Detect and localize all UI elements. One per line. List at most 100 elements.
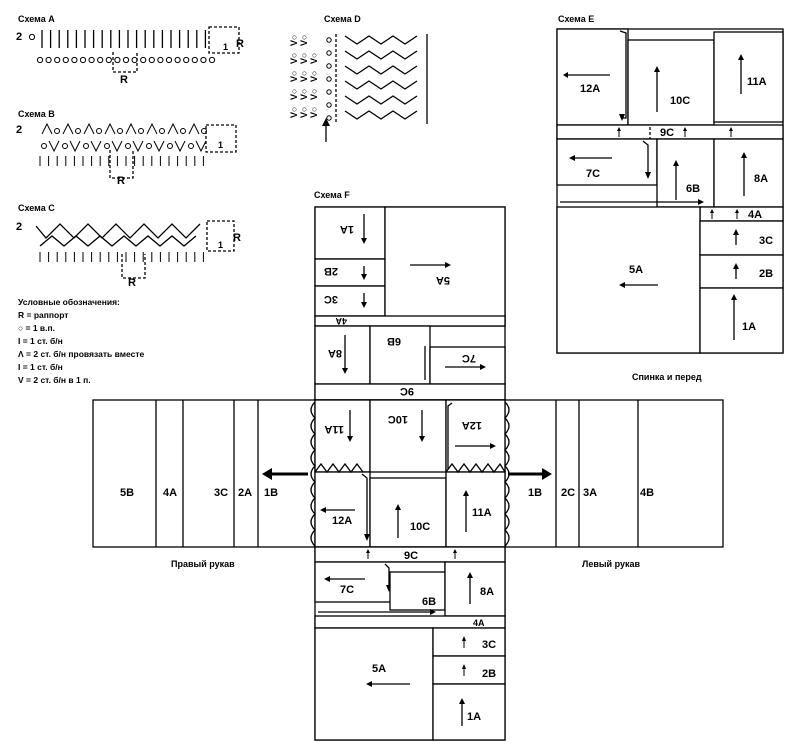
scheme-f-lower-piece-11a: [445, 471, 506, 548]
increase-zigzag-row: [344, 35, 418, 45]
scheme-f-upper-piece-11a: [314, 399, 371, 473]
scheme-e-piece-10c: [627, 39, 715, 126]
scheme-d-rotated-labels: V○V○V○V○V○V○V○V○V○V○V○V○V○V○: [289, 35, 319, 118]
chain-stitch-symbol: [326, 102, 332, 108]
chain-stitch-symbol: [148, 56, 155, 64]
scheme-e-piece-11a-label: 11A: [747, 76, 767, 88]
chain-stitch-symbol: [191, 56, 198, 64]
scheme-f-upper-piece-3c-label: 3C: [324, 293, 338, 305]
scheme-c-zigzag-bottom: [39, 235, 197, 247]
scheme-b: Схема B 2 1 R: [16, 109, 237, 187]
scheme-f-lower-piece-3c: [432, 627, 506, 657]
increase-zigzag-row: [344, 65, 418, 75]
chain-stitch-symbol: [41, 143, 47, 149]
scheme-f-upper-piece-8a-label: 8A: [328, 347, 342, 359]
chain-stitch-symbol: [117, 128, 123, 134]
chain-stitch-symbol: [208, 56, 216, 64]
scheme-f-upper-piece-3c: [314, 285, 386, 317]
scheme-f-lower-piece-4a-label: 4A: [473, 618, 485, 628]
scheme-e-piece-11a: [713, 31, 784, 123]
chain-stitch-symbol: [326, 37, 332, 43]
chain-stitch-symbol: [140, 56, 147, 64]
scheme-f-lower-piece-10c-label: 10C: [410, 521, 430, 533]
chain-stitch-symbol: [122, 56, 130, 64]
increase-chain-symbol: V○: [299, 53, 309, 64]
legend-item-decrease: Λ = 2 ст. б/н провязать вместе: [18, 349, 145, 359]
decrease-stitch-symbol: [62, 122, 74, 135]
scheme-a-row-number: 2: [16, 31, 22, 43]
scheme-f-lower-piece-2b-label: 2B: [482, 668, 496, 680]
scheme-f-upper-piece-11a-label: 11A: [324, 423, 344, 435]
scheme-e-piece-2b-label: 2B: [759, 268, 773, 280]
scheme-d: Схема D V○V○V○V○V○V○V○V○V○V○V○V○V○V○: [289, 14, 428, 142]
decrease-stitch-symbol: [83, 122, 95, 135]
scheme-f-upper-piece-7c: [429, 346, 506, 385]
scheme-f-upper-piece-10c-label: 10C: [388, 413, 408, 425]
scheme-e-piece-1a: [699, 287, 784, 354]
increase-zigzag-row: [344, 110, 418, 120]
decrease-stitch-symbol: [146, 122, 158, 135]
scheme-e-piece-6b-label: 6B: [686, 183, 700, 195]
right-sleeve-piece-3c: 3C: [214, 487, 228, 499]
scheme-d-arrow-head: [322, 118, 330, 126]
chain-stitch-symbol: [146, 143, 152, 149]
increase-stitch-symbol: [111, 140, 123, 153]
scheme-e-piece-10c-label: 10C: [670, 95, 690, 107]
legend: Условные обозначения: R = раппорт ○ = 1 …: [18, 297, 145, 385]
increase-chain-symbol: V○: [299, 107, 309, 118]
scheme-f-upper-piece-2b-label: 2B: [324, 265, 338, 277]
left-sleeve-piece-3a: 3A: [583, 487, 597, 499]
increase-stitch-symbol: [90, 140, 102, 153]
scheme-f-lower-piece-12a-label: 12A: [332, 515, 352, 527]
chain-stitch-symbol: [96, 128, 102, 134]
scheme-f-upper-piece-12a-label: 12A: [462, 419, 482, 431]
scheme-b-middle-row: [41, 140, 207, 153]
chain-stitch-symbol: [125, 143, 131, 149]
chain-stitch-symbol: [188, 143, 194, 149]
increase-zigzag-row: [344, 80, 418, 90]
scheme-a-repeat-bracket: [112, 52, 138, 73]
scheme-a-chain-row: [36, 56, 216, 64]
chain-stitch-symbol: [71, 56, 78, 64]
legend-title: Условные обозначения:: [18, 297, 120, 307]
increase-stitch-symbol: [174, 140, 186, 153]
scheme-e-piece-3c: [699, 220, 784, 256]
legend-item-sc: I = 1 ст. б/н: [18, 336, 63, 346]
scheme-f-lower-piece-6b-label: 6B: [422, 596, 436, 608]
scheme-f-lower-piece-8a-label: 8A: [480, 586, 494, 598]
scheme-e-seam-12a: [619, 30, 627, 119]
right-sleeve-piece-4a: 4A: [163, 487, 177, 499]
right-sleeve-direction-arrow: [262, 468, 272, 480]
chain-stitch-symbol: [45, 56, 52, 64]
scheme-f-upper-piece-8a: [314, 325, 371, 385]
increase-chain-symbol: V○: [299, 35, 309, 46]
chain-stitch-symbol: [159, 128, 165, 134]
chain-stitch-symbol: [54, 128, 60, 134]
scheme-f-lower-piece-11a-label: 11A: [472, 507, 492, 519]
scheme-a-edge-box: [208, 26, 240, 54]
scheme-a: Схема A 2 R 1 R: [16, 14, 244, 86]
scheme-c-one-label: 1: [218, 240, 223, 250]
increase-chain-symbol: V○: [299, 71, 309, 82]
scheme-f-upper-piece-6b-label: 6B: [387, 335, 401, 347]
chain-stitch-symbol: [326, 115, 332, 121]
scheme-c-title: Схема C: [18, 203, 55, 213]
chain-stitch-symbol: [165, 56, 173, 64]
increase-chain-symbol: V○: [309, 53, 319, 64]
scheme-a-one-label: 1: [223, 42, 228, 52]
scheme-f-lower-piece-9c-label: 9C: [404, 550, 418, 562]
scheme-d-zigzag-rows: [344, 35, 418, 120]
legend-item-sc-alt: I = 1 ст. б/н: [18, 362, 63, 372]
right-sleeve-caption: Правый рукав: [171, 559, 235, 569]
scheme-e-title: Схема E: [558, 14, 594, 24]
left-sleeve-piece-1b: 1B: [528, 487, 542, 499]
increase-stitch-symbol: [48, 140, 60, 153]
left-sleeve-caption: Левый рукав: [582, 559, 640, 569]
scheme-f: Схема F 1A 2B 3C 5A 4A 8A 6B 7C 9C: [92, 190, 724, 741]
scheme-c-r-label: R: [233, 232, 241, 244]
chain-stitch-symbol: [97, 56, 104, 64]
decrease-stitch-symbol: [167, 122, 179, 135]
scheme-f-upper-piece-9c-label: 9C: [400, 385, 414, 397]
scheme-c-repeat-bracket: [121, 254, 146, 279]
